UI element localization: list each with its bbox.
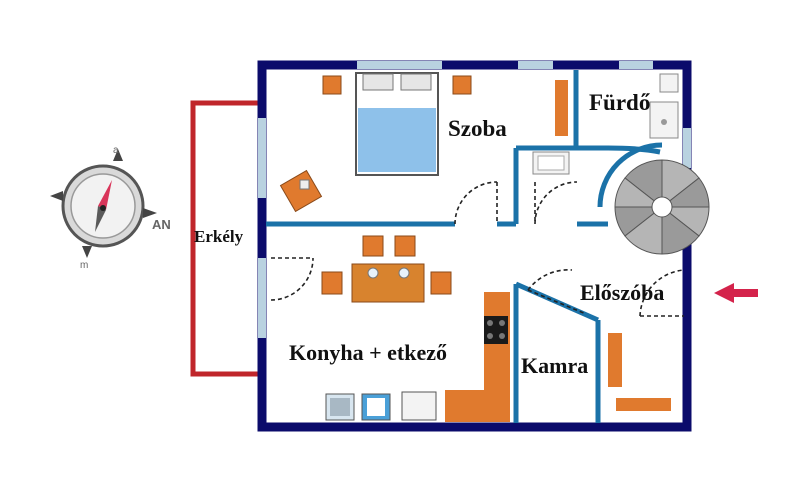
window <box>357 61 442 69</box>
spiral-staircase <box>597 142 710 255</box>
svg-text:m: m <box>80 260 88 271</box>
doors <box>270 181 685 317</box>
door-swing <box>534 181 578 225</box>
room-label-szoba: Szoba <box>448 116 507 141</box>
chair <box>430 271 452 295</box>
dining-set <box>321 235 452 303</box>
svg-text:a: a <box>113 145 119 156</box>
washbasin <box>532 151 570 175</box>
nightstand <box>452 75 472 95</box>
room-label-kamra: Kamra <box>521 353 588 378</box>
door-swing <box>454 181 498 225</box>
shower <box>649 101 679 139</box>
compass-icon: a m <box>50 145 157 271</box>
bed <box>355 72 439 176</box>
dining-table <box>351 263 425 303</box>
nightstand <box>322 75 342 95</box>
door-swing <box>639 269 685 317</box>
door-swing <box>527 269 573 291</box>
wardrobe <box>555 80 568 136</box>
door-leaf <box>527 289 587 315</box>
entrance-arrow-icon <box>714 283 758 303</box>
window <box>619 61 653 69</box>
kitchen-counter <box>445 292 510 422</box>
window <box>258 118 266 198</box>
room-label-erkely: Erkély <box>194 227 244 246</box>
room-label-eloszoba: Előszóba <box>580 280 664 305</box>
windows <box>258 61 691 338</box>
hall-bench <box>616 398 671 411</box>
desk-chair <box>279 169 323 213</box>
chair <box>321 271 343 295</box>
window <box>258 258 266 338</box>
balcony-outline <box>190 100 262 377</box>
chair <box>394 235 416 257</box>
room-label-konyha: Konyha + etkező <box>289 340 447 365</box>
door-swing <box>270 257 314 301</box>
toilet <box>659 73 679 93</box>
oven <box>401 391 437 421</box>
hall-cabinet <box>608 333 622 387</box>
chair <box>362 235 384 257</box>
room-label-furdo: Fürdő <box>589 90 650 115</box>
compass-label: AN <box>152 217 171 232</box>
window <box>518 61 553 69</box>
nightstands <box>322 75 472 95</box>
stove <box>484 316 508 344</box>
window <box>683 128 691 168</box>
kitchen-appliances <box>325 391 437 421</box>
